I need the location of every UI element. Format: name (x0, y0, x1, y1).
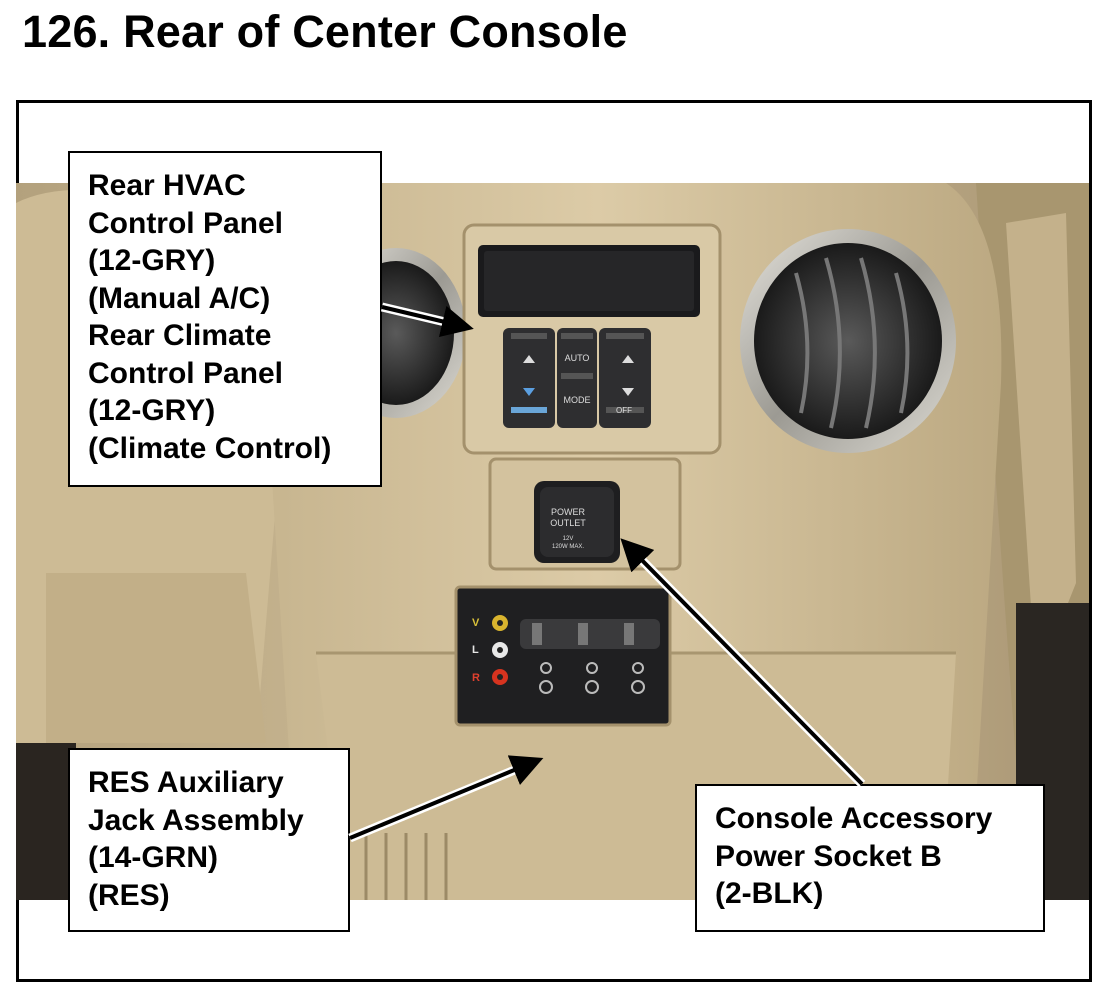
callout-power-line-2: Power Socket B (715, 839, 942, 873)
hvac-auto-label: AUTO (565, 353, 590, 363)
hvac-mode-label: MODE (564, 395, 591, 405)
jack-l-label: L (472, 644, 479, 656)
outlet-label-1: POWER (551, 507, 586, 517)
outlet-label-4: 120W MAX. (552, 544, 584, 550)
outlet-label-2: OUTLET (550, 518, 586, 528)
callout-hvac-line-2: Control Panel (88, 206, 284, 240)
callout-res-line-1: RES Auxiliary (88, 766, 284, 799)
jack-v-label: V (472, 617, 480, 629)
callout-res-line-3: (14-GRN) (88, 841, 219, 874)
callout-power-socket: Console Accessory Power Socket B (2-BLK) (695, 784, 1045, 932)
callout-hvac-line-6: Control Panel (88, 356, 284, 390)
page-title: 126. Rear of Center Console (22, 6, 628, 57)
callout-res-jack-assembly: RES Auxiliary Jack Assembly (14-GRN) (RE… (68, 748, 350, 932)
callout-hvac-line-8: (Climate Control) (88, 431, 332, 465)
outlet-label-3: 12V (563, 536, 574, 542)
callout-res-line-2: Jack Assembly (88, 803, 304, 837)
jack-r-label: R (472, 672, 480, 684)
hvac-off-label: OFF (616, 406, 632, 415)
callout-hvac-line-7: (12-GRY) (88, 394, 216, 427)
callout-power-line-3: (2-BLK) (715, 877, 824, 910)
callout-res-line-4: (RES) (88, 878, 170, 912)
callout-power-line-1: Console Accessory (715, 802, 993, 835)
callout-hvac-line-4: (Manual A/C) (88, 281, 271, 315)
callout-hvac-control-panel: Rear HVAC Control Panel (12-GRY) (Manual… (68, 151, 382, 487)
callout-hvac-line-1: Rear HVAC (88, 169, 246, 202)
callout-hvac-line-5: Rear Climate (88, 319, 272, 352)
callout-hvac-line-3: (12-GRY) (88, 244, 216, 277)
